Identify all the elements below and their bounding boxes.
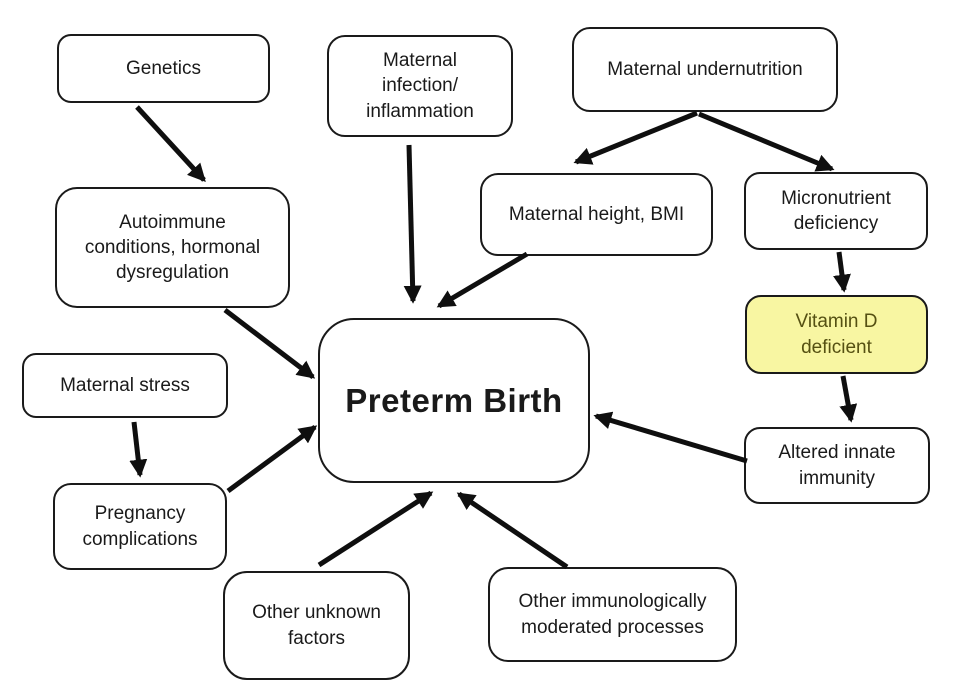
edge-micronutrient-to-vitamin-d (833, 251, 851, 293)
edge-undernutrition-to-micronutrient (698, 111, 835, 172)
edge-altered-to-preterm (593, 411, 748, 464)
node-altered-innate-immunity: Altered innate immunity (744, 427, 930, 504)
edge-vitamin-d-to-altered (839, 375, 858, 423)
edge-height-bmi-to-preterm (436, 251, 529, 309)
node-micronutrient-deficiency: Micronutrient deficiency (744, 172, 928, 250)
node-maternal-undernutrition: Maternal undernutrition (572, 27, 838, 112)
node-maternal-infection: Maternal infection/ inflammation (327, 35, 513, 137)
edge-stress-to-pregnancy (129, 421, 148, 478)
edge-immuno-to-preterm (456, 491, 569, 570)
node-maternal-height-bmi: Maternal height, BMI (480, 173, 713, 256)
edge-undernutrition-to-height-bmi (573, 110, 698, 165)
edge-autoimmune-to-preterm (223, 308, 316, 379)
node-other-immunologically-moderated: Other immunologically moderated processe… (488, 567, 737, 662)
node-pregnancy-complications: Pregnancy complications (53, 483, 227, 570)
node-preterm-birth: Preterm Birth (318, 318, 590, 483)
node-autoimmune-conditions: Autoimmune conditions, hormonal dysregul… (55, 187, 290, 308)
edge-unknown-to-preterm (317, 490, 434, 568)
edge-genetics-to-autoimmune (135, 105, 206, 182)
edge-pregnancy-to-preterm (226, 424, 318, 494)
node-genetics: Genetics (57, 34, 270, 103)
node-other-unknown-factors: Other unknown factors (223, 571, 410, 680)
node-maternal-stress: Maternal stress (22, 353, 228, 418)
node-vitamin-d-deficient: Vitamin D deficient (745, 295, 928, 374)
edge-infection-to-preterm (403, 144, 422, 304)
